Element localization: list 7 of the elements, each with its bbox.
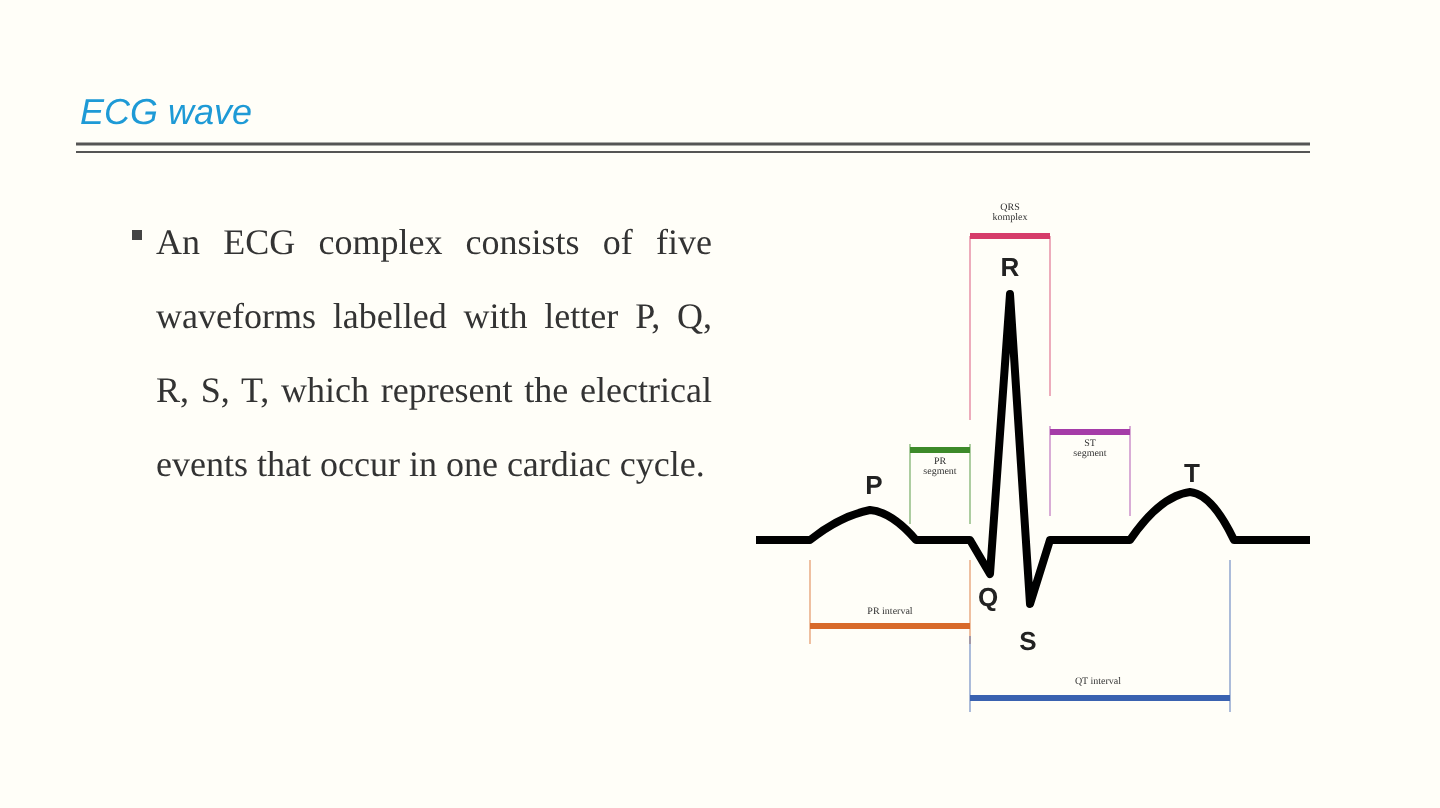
wave-label: T — [1184, 460, 1200, 486]
slide-title: ECG wave — [80, 92, 253, 134]
wave-label: Q — [977, 584, 999, 610]
wave-label: S — [1019, 628, 1037, 654]
wave-label: P — [865, 472, 883, 498]
wave-label: R — [1000, 254, 1020, 280]
bullet-text: An ECG complex consists of five waveforms labelled with letter P, Q, R, S, T, which represent the electrical events that occur in one cardiac cycle. — [156, 220, 712, 488]
